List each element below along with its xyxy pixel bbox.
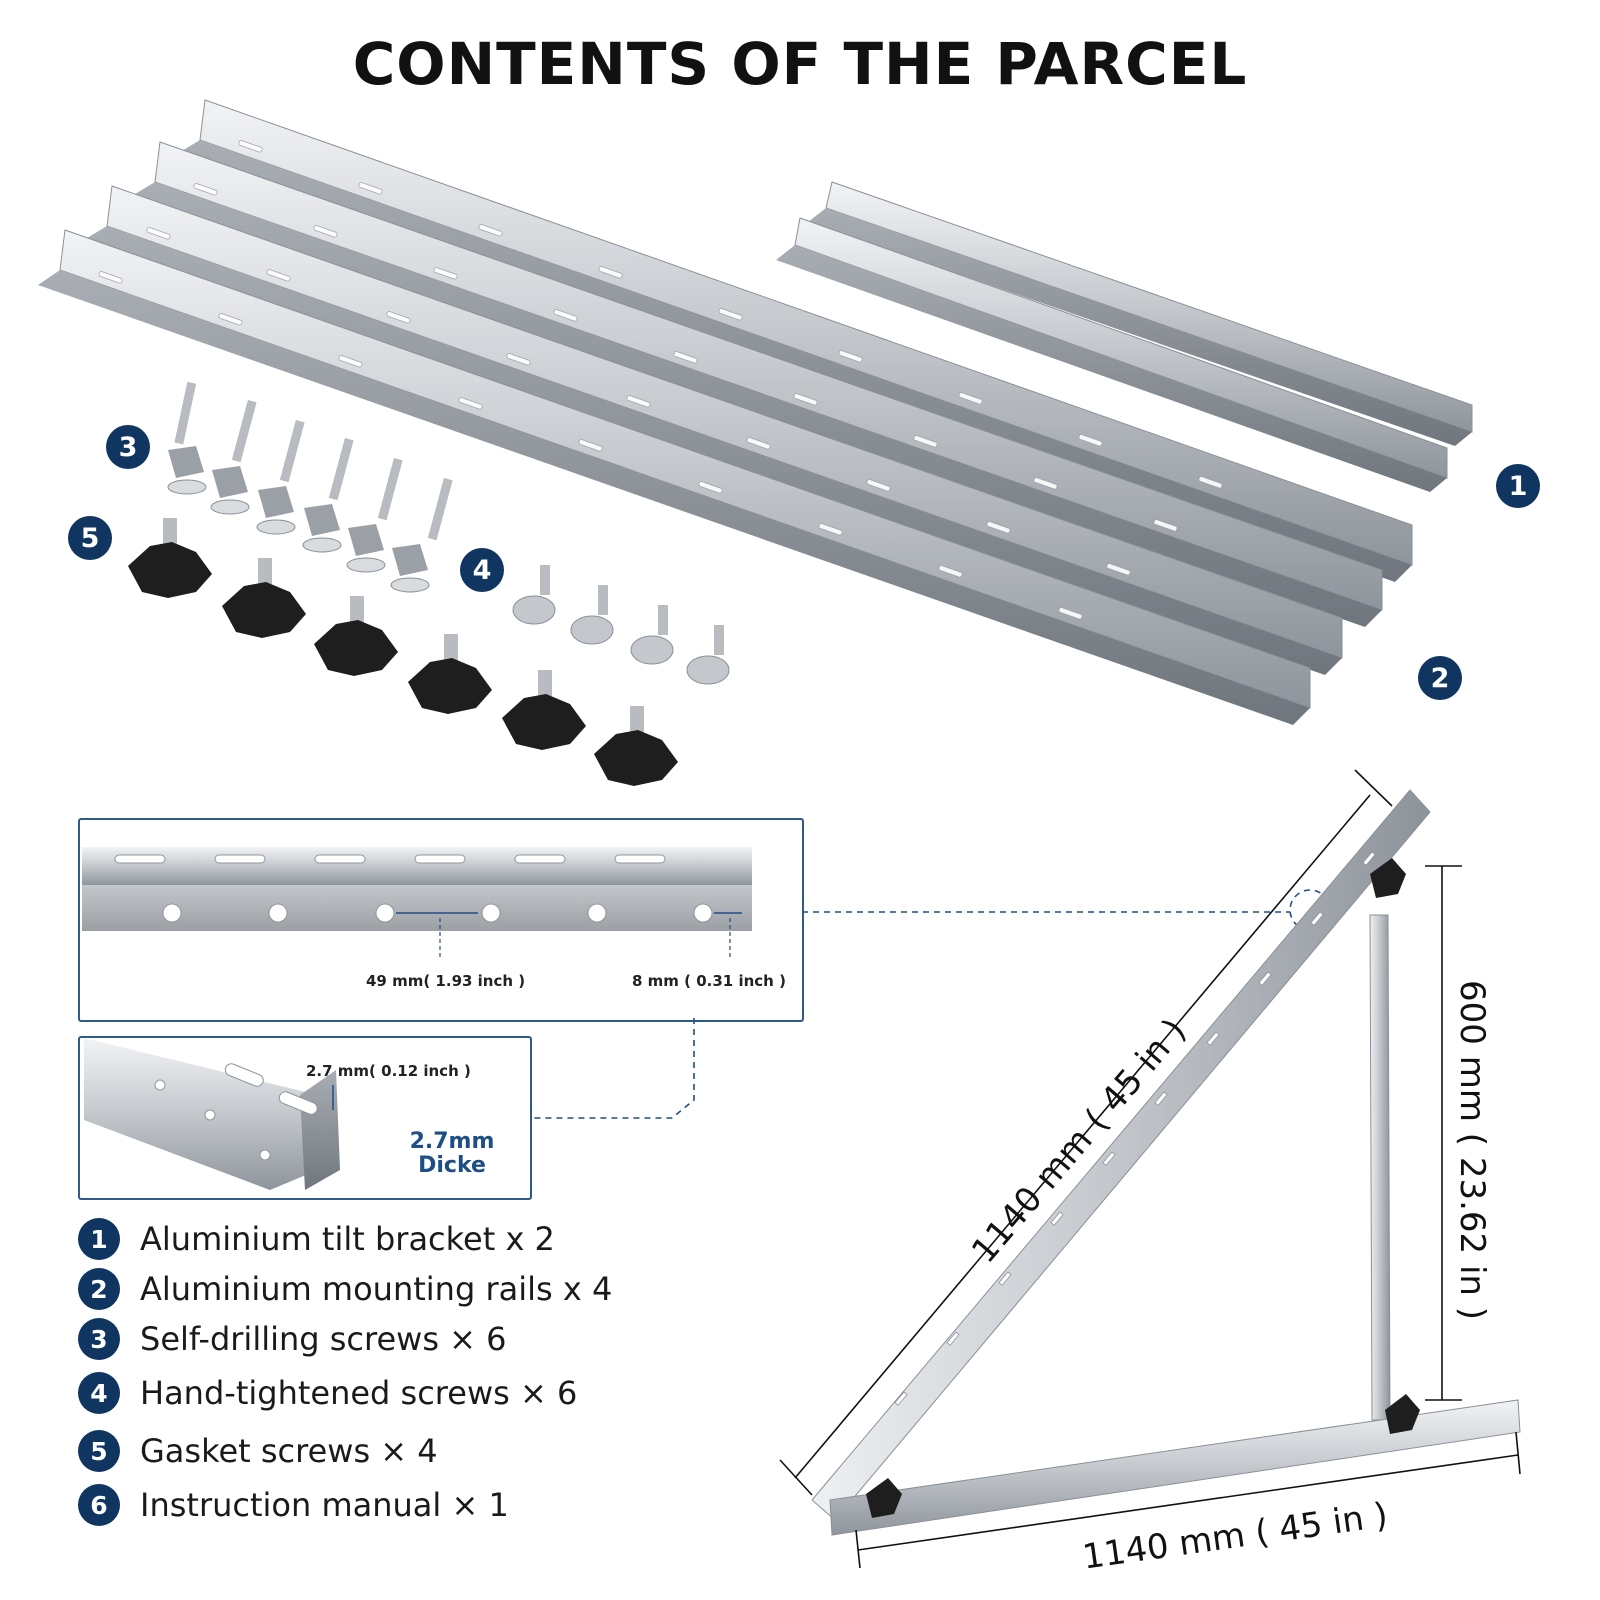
rail-closeup: [82, 847, 752, 958]
thickness-label: 2.7 mm( 0.12 inch ): [306, 1062, 471, 1080]
hand-tightened-screw: [630, 605, 674, 665]
hole-spacing-label: 49 mm( 1.93 inch ): [366, 972, 526, 990]
tilt-brackets: [776, 181, 1473, 492]
tilt-bracket: [776, 217, 1448, 492]
star-knob: [222, 558, 306, 638]
rail-thickness-detail: [78, 1036, 532, 1200]
thickness-title-line1: 2.7mm: [409, 1129, 495, 1154]
self-drilling-screw: [256, 419, 305, 535]
height-label: 600 mm ( 23.62 in ): [1452, 980, 1492, 1321]
list-item: 4 Hand-tightened screws × 6: [78, 1364, 758, 1422]
self-drilling-screws: [167, 381, 453, 593]
list-number: 4: [78, 1372, 120, 1414]
list-text: Instruction manual × 1: [140, 1486, 509, 1524]
hand-tightened-screw: [570, 585, 614, 645]
list-text: Gasket screws × 4: [140, 1432, 438, 1470]
badge-hand-tightened-screws: 4: [460, 548, 504, 592]
list-number: 5: [78, 1430, 120, 1472]
badge-self-drilling-screws: 3: [106, 425, 150, 469]
rail-spacing-detail: [78, 818, 804, 1022]
mounting-rails: [38, 99, 1413, 725]
badge-tilt-bracket: 1: [1496, 464, 1540, 508]
list-text: Aluminium tilt bracket x 2: [140, 1220, 555, 1258]
mount-knob: [866, 1478, 902, 1518]
tilt-bracket: [808, 181, 1473, 446]
slot-width-label: 8 mm ( 0.31 inch ): [632, 972, 786, 990]
badge-star-knobs: 5: [68, 516, 112, 560]
assembled-mount: [811, 789, 1521, 1536]
self-drilling-screw: [167, 381, 207, 495]
list-number: 3: [78, 1318, 120, 1360]
list-text: Self-drilling screws × 6: [140, 1320, 507, 1358]
list-text: Hand-tightened screws × 6: [140, 1374, 578, 1412]
mount-knob: [1370, 858, 1406, 898]
badge-mounting-rails: 2: [1418, 656, 1462, 700]
parts-list: 1 Aluminium tilt bracket x 2 2 Aluminium m…: [78, 1214, 758, 1530]
dimension-lines: [779, 769, 1521, 1569]
mounting-rail: [130, 141, 1383, 627]
thickness-title: 2.7mm Dicke: [392, 1130, 512, 1178]
rail-thickness-closeup: [84, 1038, 340, 1190]
list-text: Aluminium mounting rails x 4: [140, 1270, 613, 1308]
self-drilling-screw: [346, 457, 403, 573]
star-knob: [408, 634, 492, 714]
page-title: CONTENTS OF THE PARCEL: [352, 30, 1248, 98]
star-knob: [314, 596, 398, 676]
star-knob: [502, 670, 586, 750]
self-drilling-screw: [390, 477, 453, 593]
mount-knob: [1385, 1394, 1420, 1434]
self-drilling-screw: [302, 437, 354, 553]
list-item: 3 Self-drilling screws × 6: [78, 1314, 758, 1364]
mounting-rail: [175, 99, 1413, 582]
list-item: 5 Gasket screws × 4: [78, 1422, 758, 1480]
list-item: 1 Aluminium tilt bracket x 2: [78, 1214, 758, 1264]
hand-tightened-screw: [512, 565, 556, 625]
mounting-rail: [82, 185, 1343, 675]
hand-tightened-screw: [686, 625, 730, 685]
mounting-rail: [38, 229, 1311, 725]
thickness-title-line2: Dicke: [418, 1153, 486, 1178]
hand-tightened-screws: [512, 565, 730, 685]
list-number: 1: [78, 1218, 120, 1260]
star-knobs: [128, 518, 678, 786]
star-knob: [594, 706, 678, 786]
star-knob: [128, 518, 212, 598]
list-item: 6 Instruction manual × 1: [78, 1480, 758, 1530]
list-item: 2 Aluminium mounting rails x 4: [78, 1264, 758, 1314]
list-number: 2: [78, 1268, 120, 1310]
list-number: 6: [78, 1484, 120, 1526]
self-drilling-screw: [210, 399, 257, 515]
